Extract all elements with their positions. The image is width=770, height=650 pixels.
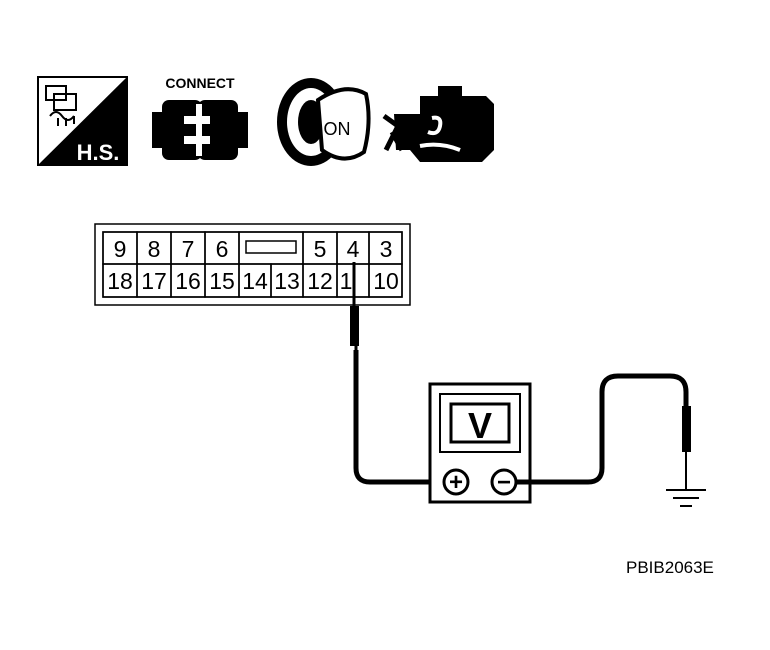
connector-key-slot	[245, 240, 297, 254]
hs-label: H.S.	[77, 140, 120, 165]
negative-terminal-symbol: −	[497, 469, 511, 496]
pin-label: 7	[182, 236, 195, 262]
pin-label: 13	[274, 268, 300, 294]
pin-label: 8	[148, 236, 161, 262]
positive-terminal	[442, 468, 470, 496]
voltmeter: V + −	[428, 382, 532, 504]
pin-label: 1	[340, 268, 353, 294]
connector: 9 8 7 6 5 4 3 18 17 16 15 14 13 12 1 10	[94, 223, 411, 306]
pin-label: 12	[307, 268, 333, 294]
pin-label: 6	[216, 236, 229, 262]
engine-icon	[382, 86, 494, 162]
connect-icon: CONNECT	[152, 75, 248, 160]
voltmeter-label: V	[468, 405, 492, 446]
ground-icon	[666, 489, 706, 507]
pin-label: 10	[373, 268, 399, 294]
ignition-key-icon: ON	[277, 78, 371, 166]
negative-probe	[682, 406, 691, 490]
connect-label: CONNECT	[165, 75, 235, 91]
pin-label: 16	[175, 268, 201, 294]
figure-code: PBIB2063E	[626, 558, 714, 577]
negative-lead-wire	[516, 373, 689, 485]
pin-label: 9	[114, 236, 127, 262]
pin-label: 17	[141, 268, 167, 294]
pin-label: 4	[347, 236, 360, 262]
pin-label: 14	[242, 268, 268, 294]
pin-label: 15	[209, 268, 235, 294]
hs-icon: H.S.	[37, 76, 128, 166]
ignition-on-label: ON	[324, 119, 351, 139]
positive-lead-wire	[353, 350, 444, 485]
pin-label: 5	[314, 236, 327, 262]
pin-label: 18	[107, 268, 133, 294]
pin-label: 3	[380, 236, 393, 262]
positive-terminal-symbol: +	[449, 469, 463, 496]
